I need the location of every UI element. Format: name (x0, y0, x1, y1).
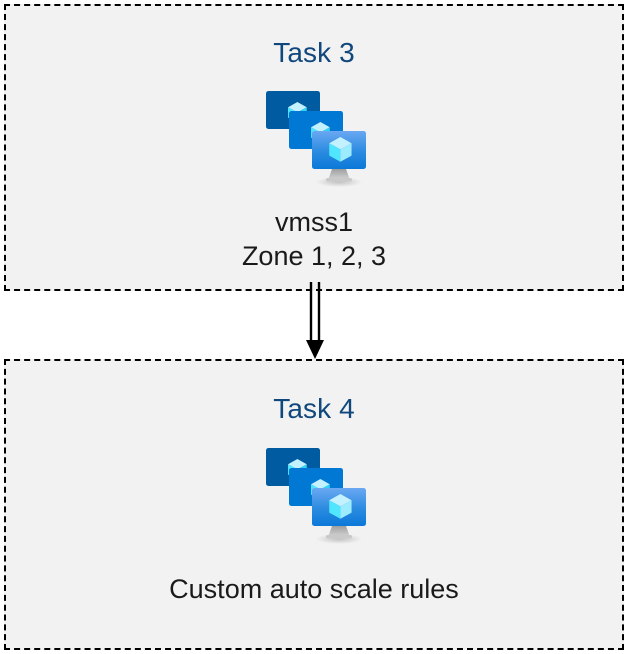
task-title-task3: Task 3 (273, 37, 355, 68)
connector-task3-to-task4 (306, 282, 324, 359)
vm-scale-set-icon (266, 91, 366, 187)
task-caption-task3: vmss1 Zone 1, 2, 3 (241, 207, 387, 271)
task-title-task4: Task 4 (273, 393, 355, 424)
task-box-task3[interactable]: Task 3 (4, 4, 624, 291)
task-caption-task4: Custom auto scale rules (169, 574, 459, 604)
arrowhead-icon (306, 340, 324, 359)
task-box-task4[interactable]: Task 4 (4, 359, 624, 650)
vm-scale-set-icon (266, 448, 366, 544)
